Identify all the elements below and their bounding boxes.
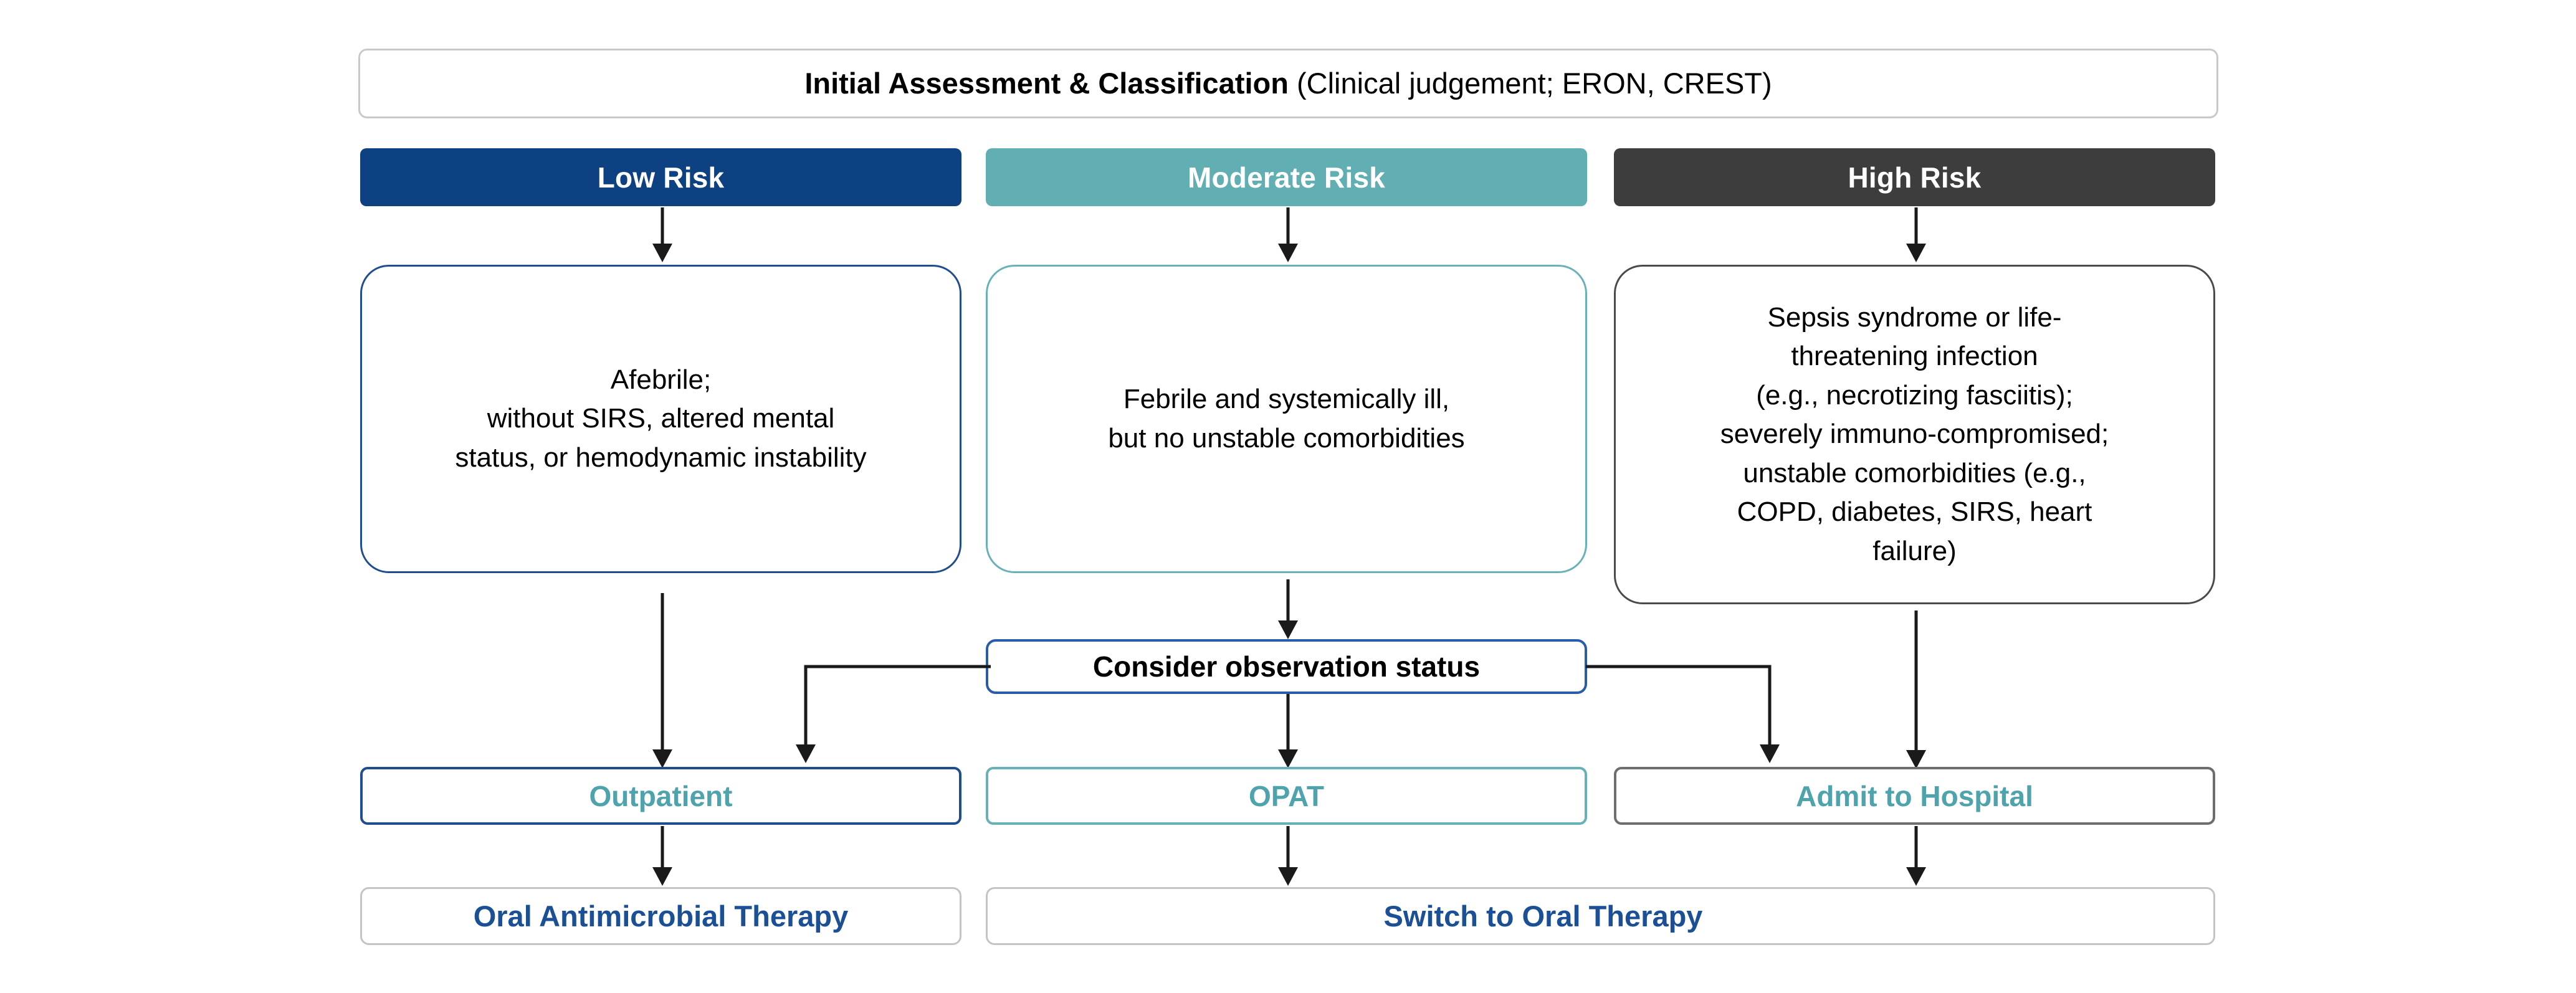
header-title-regular: (Clinical judgement; ERON, CREST) bbox=[1288, 66, 1772, 100]
arrow-moderate-banner-to-criteria bbox=[1278, 207, 1298, 262]
arrow-admit-to-switch-therapy bbox=[1906, 826, 1926, 886]
initial-assessment-header: Initial Assessment & Classification (Cli… bbox=[358, 49, 2218, 118]
therapy-switch-to-oral[interactable]: Switch to Oral Therapy bbox=[986, 887, 2215, 945]
criteria-box-low: Afebrile; without SIRS, altered mental s… bbox=[360, 265, 961, 573]
outcome-opat-label: OPAT bbox=[1249, 779, 1324, 812]
risk-banner-high[interactable]: High Risk bbox=[1614, 148, 2215, 206]
arrow-high-banner-to-criteria bbox=[1906, 207, 1926, 262]
arrow-observation-to-outpatient bbox=[796, 665, 991, 763]
arrow-outpatient-to-oral-therapy bbox=[652, 826, 672, 886]
risk-banner-moderate[interactable]: Moderate Risk bbox=[986, 148, 1587, 206]
outcome-admit-to-hospital[interactable]: Admit to Hospital bbox=[1614, 767, 2215, 825]
arrow-opat-to-switch-therapy bbox=[1278, 826, 1298, 886]
criteria-box-high: Sepsis syndrome or life- threatening inf… bbox=[1614, 265, 2215, 604]
outcome-opat[interactable]: OPAT bbox=[986, 767, 1587, 825]
therapy-switch-to-oral-label: Switch to Oral Therapy bbox=[1383, 900, 1703, 933]
arrow-low-banner-to-criteria bbox=[652, 207, 672, 262]
observation-label: Consider observation status bbox=[1092, 650, 1481, 683]
risk-banner-low[interactable]: Low Risk bbox=[360, 148, 961, 206]
arrow-moderate-criteria-to-observation bbox=[1278, 579, 1298, 639]
outcome-outpatient[interactable]: Outpatient bbox=[360, 767, 961, 825]
arrow-observation-to-opat bbox=[1278, 694, 1298, 768]
risk-banner-moderate-label: Moderate Risk bbox=[1187, 161, 1386, 194]
criteria-box-moderate: Febrile and systemically ill, but no uns… bbox=[986, 265, 1587, 573]
consider-observation-status-box[interactable]: Consider observation status bbox=[986, 639, 1587, 694]
header-title-bold: Initial Assessment & Classification bbox=[804, 66, 1289, 100]
arrow-high-criteria-to-admit bbox=[1906, 611, 1926, 769]
risk-banner-high-label: High Risk bbox=[1848, 161, 1982, 194]
outcome-outpatient-label: Outpatient bbox=[589, 779, 733, 812]
arrow-low-criteria-to-outpatient bbox=[652, 593, 672, 768]
arrow-observation-to-admit bbox=[1586, 665, 1780, 763]
therapy-oral-antimicrobial[interactable]: Oral Antimicrobial Therapy bbox=[360, 887, 961, 945]
therapy-oral-antimicrobial-label: Oral Antimicrobial Therapy bbox=[473, 900, 849, 933]
risk-banner-low-label: Low Risk bbox=[597, 161, 725, 194]
outcome-admit-label: Admit to Hospital bbox=[1796, 779, 2033, 812]
